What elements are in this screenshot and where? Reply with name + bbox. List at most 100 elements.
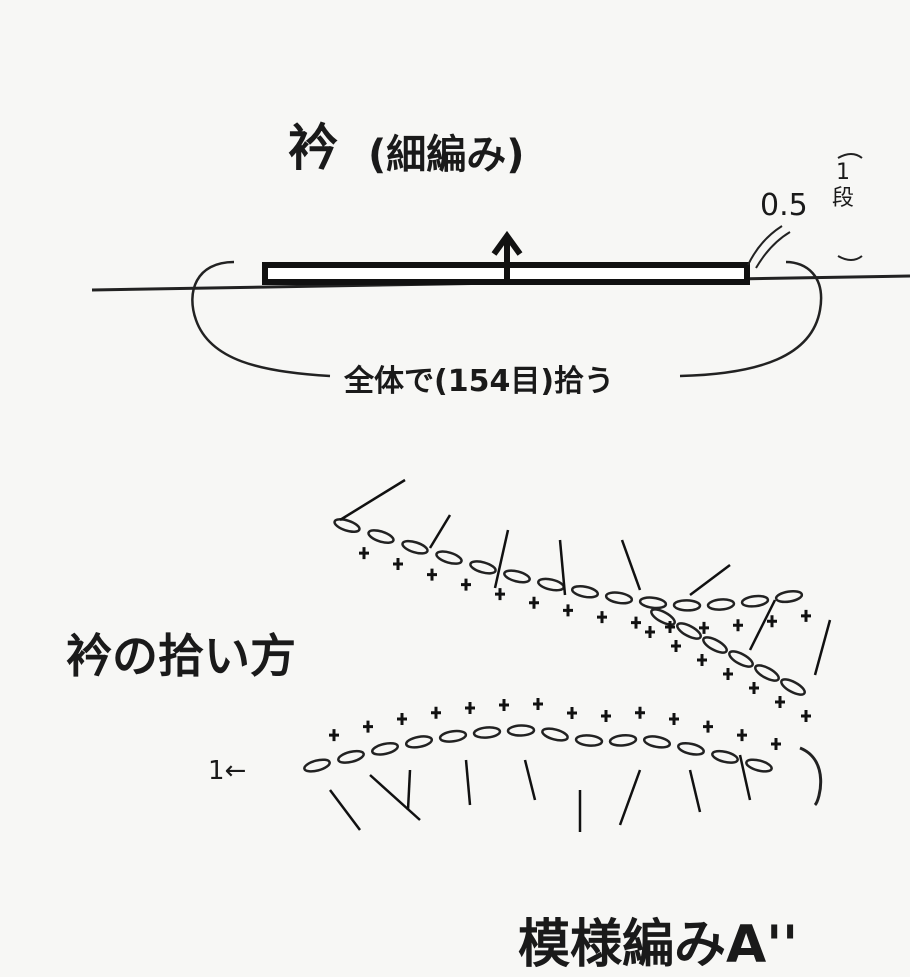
insert-arrow: [329, 789, 361, 831]
chain-stitch: [401, 539, 429, 555]
single-crochet-stitch: [397, 713, 407, 726]
single-crochet-stitch: [495, 588, 505, 601]
rows-bracket-bottom: [837, 255, 863, 261]
chain-stitch: [503, 569, 531, 584]
single-crochet-stitch: [597, 611, 607, 624]
pickup-note: 全体で(154目)拾う: [340, 356, 619, 400]
single-crochet-stitch: [665, 620, 675, 633]
single-crochet-stitch: [631, 616, 641, 629]
knit-direction-arrow-icon: [491, 230, 523, 282]
single-crochet-stitch: [431, 706, 441, 719]
chain-stitch: [435, 550, 463, 565]
single-crochet-stitch: [601, 709, 611, 722]
single-crochet-stitch: [465, 701, 475, 714]
single-crochet-stitch: [771, 738, 781, 750]
chain-stitch: [774, 589, 804, 604]
insert-arrow: [558, 539, 567, 596]
insert-arrow: [369, 774, 421, 821]
chain-stitch: [780, 678, 806, 696]
chain-stitch: [642, 735, 672, 749]
chain-stitch: [711, 749, 739, 764]
chain-stitch: [371, 741, 399, 756]
chain-stitch: [469, 560, 497, 575]
chain-stitch: [604, 591, 634, 605]
insert-arrow: [813, 619, 832, 676]
single-crochet-stitch: [733, 619, 743, 632]
chain-stitch: [676, 622, 702, 640]
single-crochet-stitch: [801, 710, 811, 722]
single-crochet-stitch: [801, 609, 811, 622]
chain-stitch: [702, 636, 728, 654]
chain-stitch: [608, 733, 638, 747]
single-crochet-stitch: [329, 729, 339, 742]
chain-stitch: [404, 735, 434, 749]
chain-stitch: [638, 596, 668, 610]
chain-stitch: [537, 577, 565, 592]
chain-stitch: [472, 726, 502, 739]
rows-unit: 段: [832, 186, 855, 211]
single-crochet-stitch: [699, 621, 709, 634]
single-crochet-stitch: [499, 699, 509, 712]
pickup-method-title: 衿の拾い方: [66, 629, 296, 683]
chain-stitch: [574, 734, 604, 747]
insert-arrow: [428, 514, 452, 549]
single-crochet-stitch: [749, 682, 759, 694]
start-arrow-label: 1←: [208, 756, 247, 786]
chain-stitch: [706, 598, 736, 611]
chain-stitch: [570, 585, 600, 599]
pickup-bracket-left: [191, 260, 331, 378]
pickup-stitch-chart-upper: [333, 478, 832, 722]
single-crochet-stitch: [363, 720, 373, 733]
single-crochet-stitch: [703, 720, 713, 733]
insert-arrow: [464, 759, 472, 806]
single-crochet-stitch: [567, 707, 577, 720]
chain-stitch: [672, 599, 702, 612]
insert-arrow: [523, 759, 537, 801]
chain-stitch: [337, 749, 365, 764]
turning-chain: [799, 746, 823, 807]
single-crochet-stitch: [737, 729, 747, 742]
insert-arrow: [406, 769, 412, 811]
chain-stitch: [745, 758, 773, 773]
insert-arrow: [620, 539, 642, 591]
chain-stitch: [506, 724, 536, 737]
pickup-bracket-right: [679, 260, 823, 378]
single-crochet-stitch: [461, 578, 471, 591]
single-crochet-stitch: [563, 604, 573, 617]
chain-stitch: [650, 608, 676, 626]
width-leader-2: [755, 231, 791, 269]
single-crochet-stitch: [359, 547, 369, 560]
chain-stitch: [367, 529, 395, 544]
single-crochet-stitch: [427, 568, 437, 581]
chain-stitch: [728, 650, 754, 668]
width-leader: [747, 225, 783, 266]
insert-arrow: [339, 478, 406, 522]
collar-width-label: 0.5: [760, 188, 808, 223]
single-crochet-stitch: [645, 626, 655, 638]
collar-stitch-type: (細編み): [368, 132, 525, 178]
insert-arrow: [618, 769, 642, 826]
single-crochet-stitch: [669, 713, 679, 726]
single-crochet-stitch: [635, 706, 645, 719]
pickup-stitch-chart-lower: [303, 698, 823, 832]
single-crochet-stitch: [671, 640, 681, 652]
chain-stitch: [303, 758, 331, 773]
collar-title: 衿: [288, 119, 338, 177]
single-crochet-stitch: [533, 698, 543, 710]
single-crochet-stitch: [767, 615, 777, 628]
insert-arrow: [493, 529, 510, 589]
insert-arrow: [738, 754, 752, 801]
chain-stitch: [333, 518, 361, 534]
insert-arrow: [689, 564, 731, 596]
single-crochet-stitch: [529, 596, 539, 609]
pattern-label: 模様編みA'': [518, 915, 799, 975]
chain-stitch: [677, 741, 705, 756]
chain-stitch: [740, 594, 770, 608]
insert-arrow: [688, 769, 702, 813]
chain-stitch: [754, 664, 780, 682]
collar-rows-label: 1 段: [832, 160, 854, 212]
single-crochet-stitch: [697, 654, 707, 666]
insert-arrow: [748, 599, 777, 651]
chain-stitch: [541, 727, 569, 742]
